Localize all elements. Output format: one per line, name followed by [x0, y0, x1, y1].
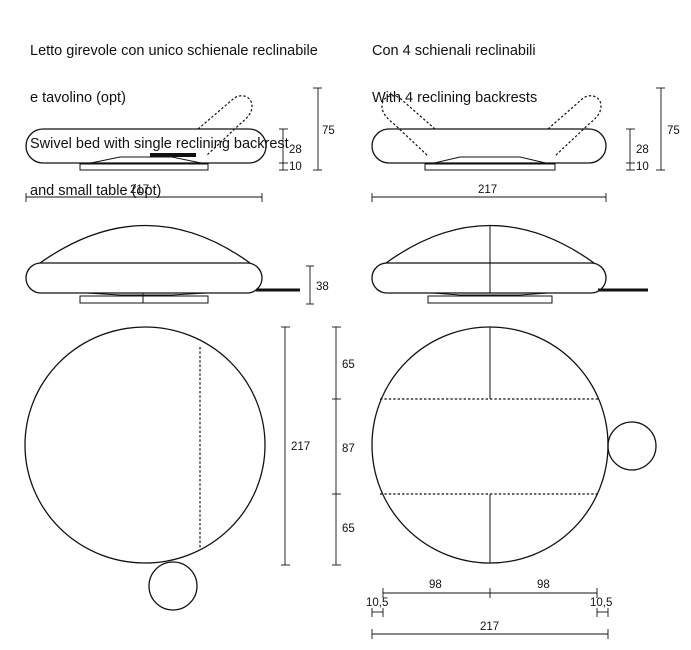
dim-label: 65 [342, 359, 355, 371]
left-side-view: 75 28 10 217 [25, 87, 335, 202]
base-plate [79, 163, 209, 171]
bed-body [25, 262, 263, 294]
dim-label: 38 [316, 281, 329, 293]
dim-label: 28 [636, 144, 649, 156]
right-caption: Con 4 schienali reclinabili With 4 recli… [372, 13, 537, 137]
base-plate [79, 295, 209, 304]
reclined-backrest-outline [197, 95, 253, 157]
dim-label: 75 [322, 125, 335, 137]
base-plate [427, 295, 553, 304]
caption-line: e tavolino (opt) [30, 89, 126, 106]
swivel-base [85, 156, 207, 165]
dim-label: 217 [480, 621, 499, 633]
caption-line: Letto girevole con unico schienale recli… [30, 43, 318, 59]
swivel-base [429, 156, 551, 165]
dome-backrest [39, 224, 251, 264]
dim-label: 217 [291, 441, 310, 453]
dim-label: 65 [342, 523, 355, 535]
table-top-outline [607, 421, 657, 471]
caption-line: Con 4 schienali reclinabili [372, 43, 536, 59]
reclined-backrest-outline-right [547, 95, 602, 157]
swivel-base [431, 292, 549, 296]
dim-label: 28 [289, 144, 302, 156]
swivel-base [85, 292, 207, 296]
dim-label: 98 [429, 579, 442, 591]
dim-label: 217 [478, 184, 497, 196]
bed-body [25, 128, 267, 164]
dim-label: 10 [289, 161, 302, 173]
dim-label: 217 [130, 184, 149, 196]
left-caption: Letto girevole con unico schienale recli… [30, 13, 318, 230]
dim-label: 87 [342, 443, 355, 455]
caption-line: and small table (opt) [30, 182, 162, 199]
base-plate [424, 163, 556, 171]
bed-body [371, 128, 607, 164]
left-front-view: 38 [25, 224, 329, 305]
dim-label: 98 [537, 579, 550, 591]
right-side-view: 75 28 10 217 [371, 87, 680, 202]
bed-body [371, 262, 607, 294]
dim-label: 10,5 [590, 597, 612, 609]
right-front-view [371, 224, 648, 304]
reclined-backrest-outline-left [381, 95, 436, 157]
bed-top-outline [24, 326, 266, 564]
caption-line: Swivel bed with single reclining backres… [30, 136, 289, 152]
dim-label: 10 [636, 161, 649, 173]
caption-line: With 4 reclining backrests [372, 89, 538, 106]
dim-label: 75 [667, 125, 680, 137]
table-top-outline [148, 561, 198, 611]
right-top-view: 65 87 65 98 98 10,5 10,5 217 [332, 326, 657, 639]
dim-label: 10,5 [366, 597, 388, 609]
left-top-view: 217 [24, 326, 310, 611]
